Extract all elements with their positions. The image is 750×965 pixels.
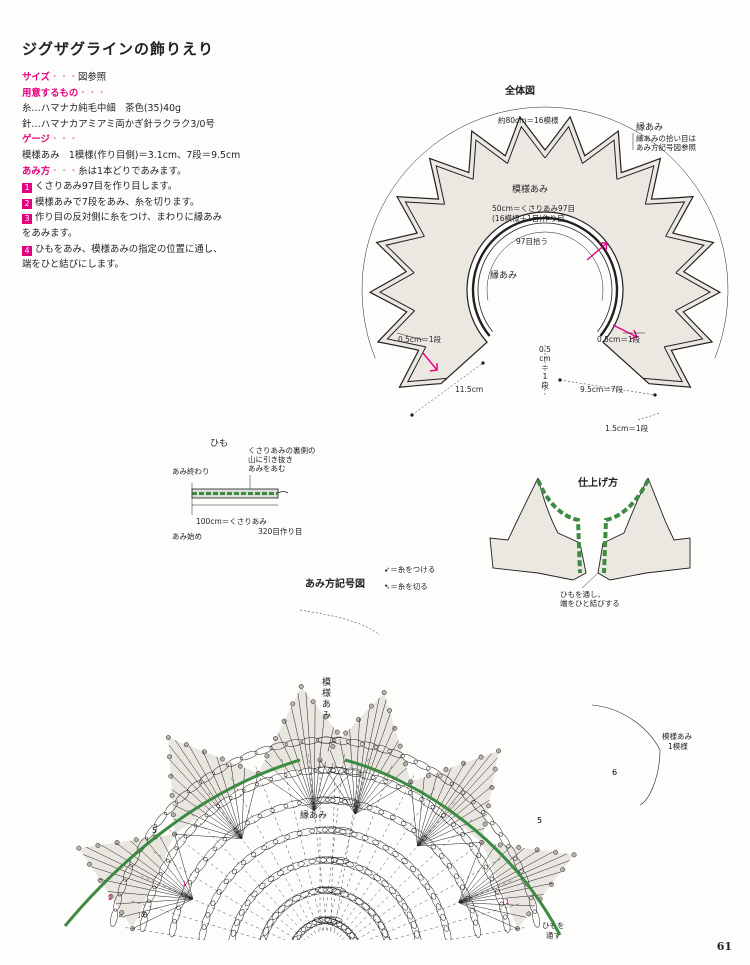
- step-number-badge: 1: [22, 183, 32, 194]
- vertical-dim-label: 0.5 cm ＝ 1 段: [539, 345, 551, 390]
- overall-width-label: 約80cm＝16模様: [498, 116, 559, 125]
- pattern-label: 模様あみ: [512, 185, 549, 195]
- collar-neckline: [471, 216, 619, 337]
- chain-label-2: (16模様＋1目)作り目: [492, 214, 565, 223]
- attach-arrow-icon: ➹: [384, 565, 391, 574]
- collar-inner-line: [378, 125, 712, 383]
- finish-diagram: [489, 478, 691, 588]
- cord-diagram: [191, 475, 289, 515]
- chart-thread-label-2: 通す: [546, 931, 561, 940]
- cord-start-label: あみ始め: [172, 532, 202, 541]
- materials-line: 用意するもの・・・: [22, 87, 107, 99]
- finish-note-2: 端をひと結びする: [560, 599, 620, 608]
- collar-neckline-inner: [477, 222, 613, 333]
- cord-title: ひも: [210, 439, 229, 449]
- row-number-2: 2: [108, 894, 112, 902]
- row-number-6: 6: [612, 768, 617, 777]
- dim-bottom-label: 1.5cm＝1段: [605, 424, 649, 433]
- dim-left-label: 11.5cm: [455, 385, 484, 394]
- step-number-badge: 2: [22, 198, 32, 209]
- right-row-label: 0.5cm＝1段: [597, 335, 641, 344]
- attach-legend: ➹＝糸をつける: [384, 565, 436, 574]
- method-intro: 糸は1本どりであみます。: [78, 165, 187, 177]
- collar-outer-zigzag: [368, 115, 722, 388]
- edge-title-label: 縁あみ: [636, 123, 664, 133]
- method-line: あみ方・・・糸は1本どりであみます。: [22, 165, 187, 177]
- step-number-badge: 3: [22, 214, 32, 225]
- dim-right-label: 9.5cm＝7段: [580, 385, 624, 394]
- repeat-bracket: [591, 704, 661, 806]
- overall-title: 全体図: [509, 95, 540, 96]
- green-edge-line-right: [344, 758, 562, 936]
- chart-left-half: [76, 684, 366, 940]
- row-number-5-right: 5: [537, 816, 542, 825]
- gauge-heading: ゲージ: [22, 134, 50, 146]
- cord-end-label: あみ終わり: [172, 467, 210, 476]
- page-number: 61: [716, 940, 732, 953]
- size-line: サイズ・・・図参照: [22, 72, 107, 83]
- edge-note-2: あみ方記号図参照: [636, 143, 696, 152]
- row-number-1: 1: [182, 880, 186, 888]
- chart-repeat-label-1: 模様あみ: [662, 732, 692, 741]
- chain-label-1: 50cm＝くさりあみ97目: [492, 204, 576, 213]
- green-edge-line-left: [63, 758, 301, 927]
- edge-label: 縁あみ: [490, 271, 518, 281]
- finish-title: 仕上げ方: [578, 478, 618, 489]
- chart-title: あみ方記号図: [305, 579, 365, 590]
- cut-arrow-icon: ➷: [384, 582, 391, 591]
- cut-legend: ➷＝糸を切る: [384, 582, 428, 591]
- dimension-lines: [396, 133, 661, 421]
- cord-note-1: くさりあみの裏側の: [248, 446, 316, 455]
- yarn-line: 糸…ハマナカ純毛中細 茶色(35)40g: [22, 103, 182, 115]
- size-text: 図参照: [77, 72, 107, 83]
- cord-note-2: 山に引き抜き: [248, 455, 293, 464]
- method-heading: あみ方: [22, 165, 51, 177]
- dimension-arc-pickup: [486, 231, 604, 301]
- step-number-badge: 4: [22, 245, 32, 256]
- pink-arrows: [422, 242, 638, 372]
- page-title: ジグザグラインの飾りえり: [22, 40, 215, 58]
- chart-edge-label: 縁あみ: [300, 811, 328, 821]
- step-3-cont: をあみます。: [22, 227, 78, 239]
- step-4-cont: 端をひと結びにします。: [22, 259, 124, 271]
- pickup-label: 97目拾う: [516, 237, 549, 246]
- hook-line: 針…ハマナカアミアミ両かぎ針ラクラク3/0号: [22, 118, 215, 130]
- cord-note-3: あみをあむ: [248, 464, 286, 473]
- overall-diagram: 全体図: [361, 95, 729, 421]
- cord-length-2: 320目作り目: [258, 527, 303, 536]
- edge-note-1: 縁あみの拾い目は: [636, 134, 696, 143]
- chart-repeat-label-2: 1模様: [668, 742, 688, 751]
- chart-dashed-connector: [299, 609, 381, 636]
- chart-right-half: [313, 690, 577, 940]
- dimension-arc-outer: [361, 106, 729, 359]
- stitch-chart: 5 5 6 1 2 1: [63, 609, 661, 940]
- row-number-5: 5: [152, 826, 157, 835]
- instructions: サイズ・・・図参照 用意するもの・・・ 糸…ハマナカ純毛中細 茶色(35)40g…: [22, 70, 322, 273]
- gauge-text: 模様あみ 1模様(作り目側)＝3.1cm、7段＝9.5cm: [22, 149, 241, 161]
- finish-note-1: ひもを通し、: [560, 590, 605, 599]
- row-number-1-right: 1: [505, 898, 509, 906]
- left-row-label: 0.5cm＝1段: [398, 335, 442, 344]
- cord-length-1: 100cm＝くさりあみ: [196, 517, 267, 526]
- overall-title-label: 全体図: [505, 86, 535, 97]
- materials-heading: 用意するもの: [22, 87, 79, 99]
- gauge-line: ゲージ・・・: [22, 134, 79, 146]
- size-heading: サイズ: [22, 72, 50, 83]
